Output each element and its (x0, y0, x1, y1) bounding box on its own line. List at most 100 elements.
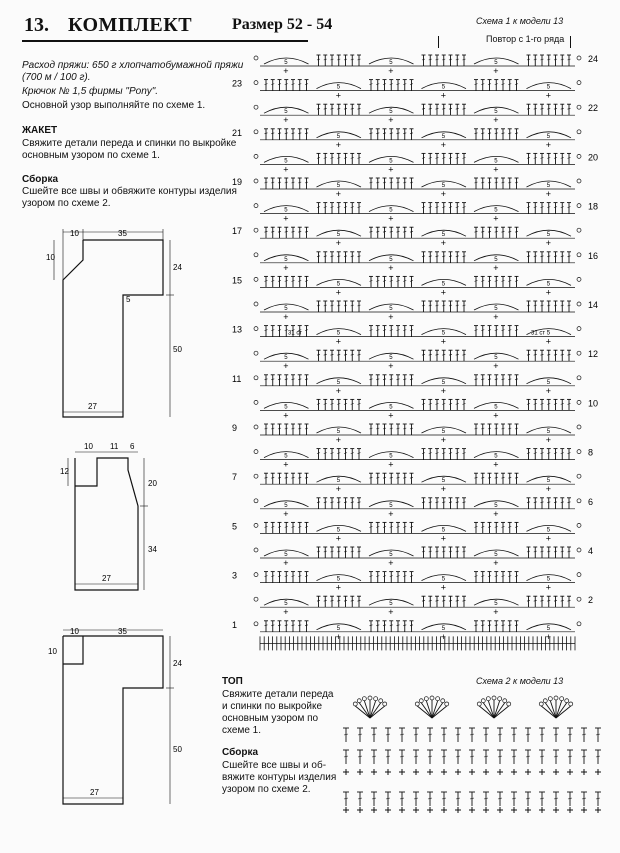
svg-text:5: 5 (547, 281, 551, 287)
svg-text:+: + (493, 509, 498, 519)
svg-text:5: 5 (389, 208, 393, 214)
dim-side-a: 12 (60, 467, 69, 476)
assembly2-line-1: Сшейте все швы и об- (222, 760, 327, 771)
model-number: 13. (24, 14, 49, 36)
svg-text:+: + (388, 607, 393, 617)
row-number: 2 (588, 595, 593, 605)
svg-text:5: 5 (337, 183, 341, 189)
row-number: 4 (588, 546, 593, 556)
svg-text:+: + (336, 632, 341, 642)
assembly2-line-3: узором по схеме 2. (222, 784, 311, 795)
row-number: 8 (588, 448, 593, 458)
schematic-jacket-back: 10 35 10 24 50 27 (48, 627, 182, 805)
svg-text:+: + (441, 337, 446, 347)
svg-text:+: + (546, 189, 551, 199)
row-number: 3 (232, 571, 237, 581)
svg-text:5: 5 (547, 626, 551, 632)
svg-text:+: + (493, 361, 498, 371)
pattern1-title: Схема 1 к модели 13 (476, 16, 564, 26)
svg-text:+: + (283, 410, 288, 420)
svg-text:5: 5 (284, 503, 288, 509)
svg-text:+: + (546, 91, 551, 101)
chart-row (343, 791, 601, 806)
chart-row: 105+5+5+ (253, 398, 598, 420)
row-number: 12 (588, 349, 598, 359)
pattern2-title: Схема 2 к модели 13 (476, 676, 564, 686)
svg-text:+: + (283, 263, 288, 273)
dim-shoulder: 5 (126, 295, 131, 304)
row-number: 24 (588, 54, 598, 64)
schematic-top-front: 10 11 6 12 20 34 27 (60, 442, 157, 591)
svg-text:+: + (388, 410, 393, 420)
svg-text:5: 5 (494, 257, 498, 263)
svg-text:+: + (283, 312, 288, 322)
svg-text:5: 5 (284, 109, 288, 115)
row-number: 9 (232, 423, 237, 433)
svg-text:5: 5 (284, 355, 288, 361)
svg-text:5: 5 (389, 601, 393, 607)
svg-text:5: 5 (547, 577, 551, 583)
svg-text:+: + (441, 386, 446, 396)
dim-top-b: 35 (118, 627, 127, 636)
svg-text:+: + (546, 140, 551, 150)
chart-row: 185+5+5+ (253, 202, 598, 224)
dim-height-a: 24 (173, 659, 182, 668)
top-line-1: Свяжите детали переда (222, 689, 334, 700)
chart-row: 165+5+5+ (253, 251, 598, 273)
row-number: 1 (232, 620, 237, 630)
svg-text:5: 5 (547, 85, 551, 91)
svg-text:5: 5 (284, 454, 288, 460)
svg-text:5: 5 (547, 183, 551, 189)
top-line-3: основным узором по (222, 713, 319, 724)
svg-text:+: + (388, 263, 393, 273)
svg-text:+: + (441, 140, 446, 150)
dim-top-a: 10 (70, 229, 79, 238)
svg-text:5: 5 (442, 331, 446, 337)
stitch-note: 31 ст (288, 331, 302, 337)
svg-text:+: + (336, 287, 341, 297)
svg-text:5: 5 (284, 552, 288, 558)
svg-text:5: 5 (284, 257, 288, 263)
svg-text:+: + (336, 386, 341, 396)
jacket-line-1: Свяжите детали переда и спинки по выкрой… (22, 138, 237, 149)
dim-bottom: 27 (88, 402, 97, 411)
svg-text:+: + (493, 460, 498, 470)
repeat-marker-right (570, 36, 571, 48)
jacket-title: ЖАКЕТ (22, 125, 58, 136)
dim-height-b: 50 (173, 745, 182, 754)
svg-text:5: 5 (389, 158, 393, 164)
schematic-jacket-front: 10 35 10 5 24 50 27 (46, 229, 182, 418)
svg-text:5: 5 (442, 478, 446, 484)
assembly-line-1: Сшейте все швы и обвяжите контуры издели… (22, 186, 237, 197)
svg-text:+: + (493, 312, 498, 322)
chart-row (343, 769, 601, 775)
svg-text:+: + (493, 214, 498, 224)
svg-text:5: 5 (442, 134, 446, 140)
row-number: 13 (232, 325, 242, 335)
svg-text:+: + (546, 632, 551, 642)
stitch-note: 31 ст (531, 331, 545, 337)
svg-text:+: + (546, 533, 551, 543)
svg-text:+: + (546, 337, 551, 347)
row-number: 6 (588, 497, 593, 507)
svg-text:+: + (546, 386, 551, 396)
dim-side-a: 10 (48, 647, 57, 656)
svg-text:+: + (336, 140, 341, 150)
svg-text:5: 5 (494, 404, 498, 410)
svg-text:+: + (336, 91, 341, 101)
dim-height-b: 50 (173, 345, 182, 354)
svg-text:+: + (388, 361, 393, 371)
svg-text:5: 5 (547, 527, 551, 533)
svg-text:5: 5 (337, 380, 341, 386)
assembly-title-2: Сборка (222, 747, 259, 758)
svg-text:5: 5 (547, 331, 551, 337)
dim-side-a: 10 (46, 253, 55, 262)
svg-text:+: + (441, 287, 446, 297)
svg-text:+: + (493, 164, 498, 174)
yarn-line-2: (700 м / 100 г). (22, 72, 91, 83)
